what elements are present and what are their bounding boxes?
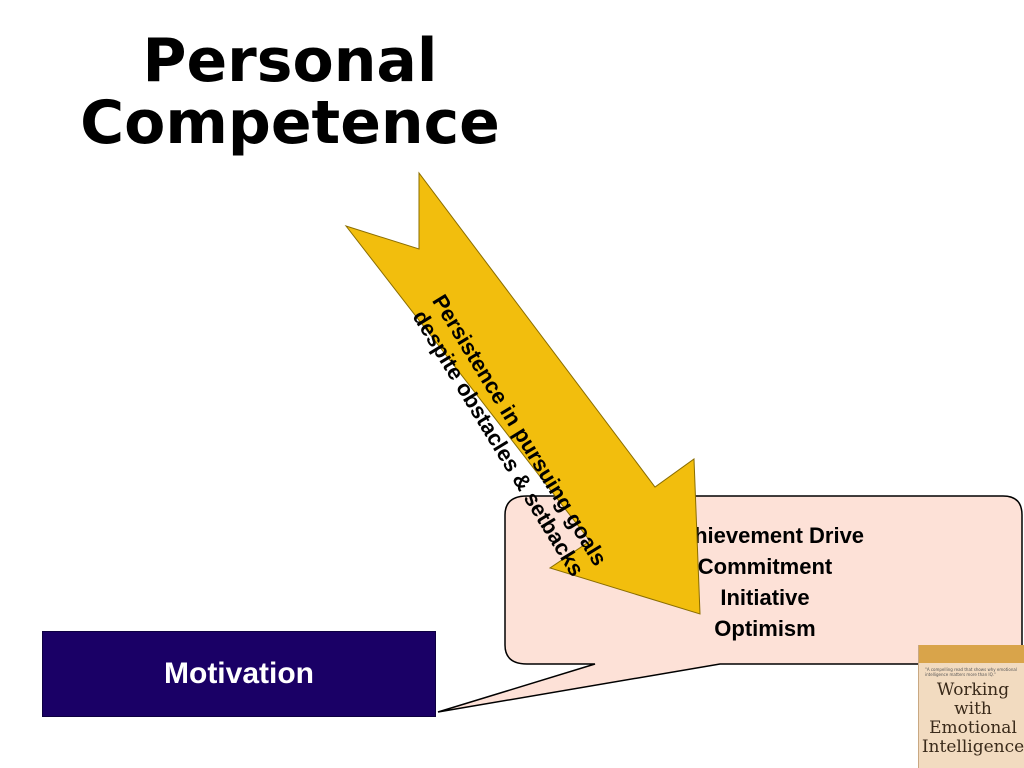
book-blurb: "A compelling read that shows why emotio… — [925, 667, 1017, 677]
title-line-1: Personal — [142, 26, 438, 96]
callout-item-achievement: Achievement Drive — [665, 523, 865, 548]
book-title-line-4: Intelligence — [921, 737, 1024, 757]
slide-title: Personal Competence — [60, 30, 520, 154]
callout-item-commitment: Commitment — [697, 554, 833, 579]
book-title-line-1: Working — [936, 680, 1010, 700]
callout-item-initiative: Initiative — [720, 585, 810, 610]
callout-list: Achievement Drive Commitment Initiative … — [505, 520, 1024, 644]
book-cover-image: "A compelling read that shows why emotio… — [918, 645, 1024, 768]
book-title-line-2: with — [954, 699, 992, 719]
title-line-2: Competence — [80, 88, 500, 158]
motivation-box: Motivation — [42, 631, 436, 717]
book-title: Working with Emotional Intelligence — [921, 681, 1024, 757]
book-title-line-3: Emotional — [929, 718, 1017, 738]
book-cover-band — [919, 645, 1024, 663]
motivation-label: Motivation — [164, 657, 314, 690]
arrow-shape — [344, 171, 701, 615]
callout-item-optimism: Optimism — [714, 616, 816, 641]
